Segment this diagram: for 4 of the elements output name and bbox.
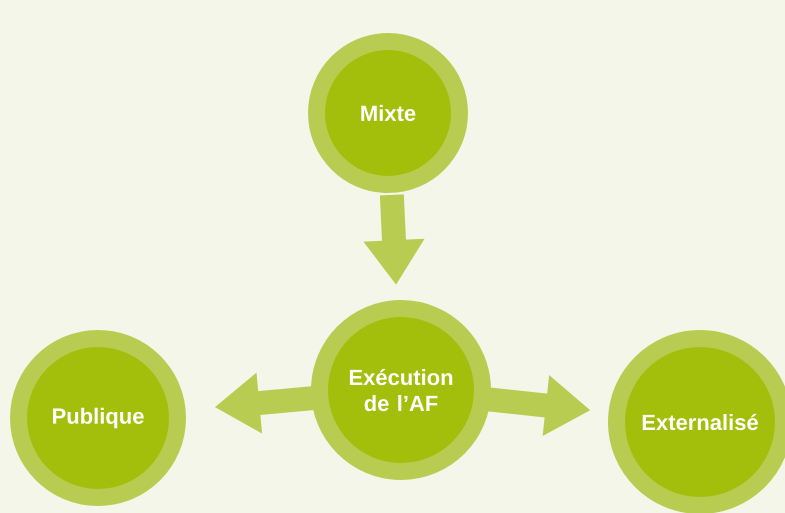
circle-node: Exécution de l’AF: [311, 300, 491, 480]
circle-node: Publique: [10, 330, 186, 506]
circle-node: Externalisé: [608, 330, 785, 513]
circle-node: Mixte: [308, 33, 468, 193]
